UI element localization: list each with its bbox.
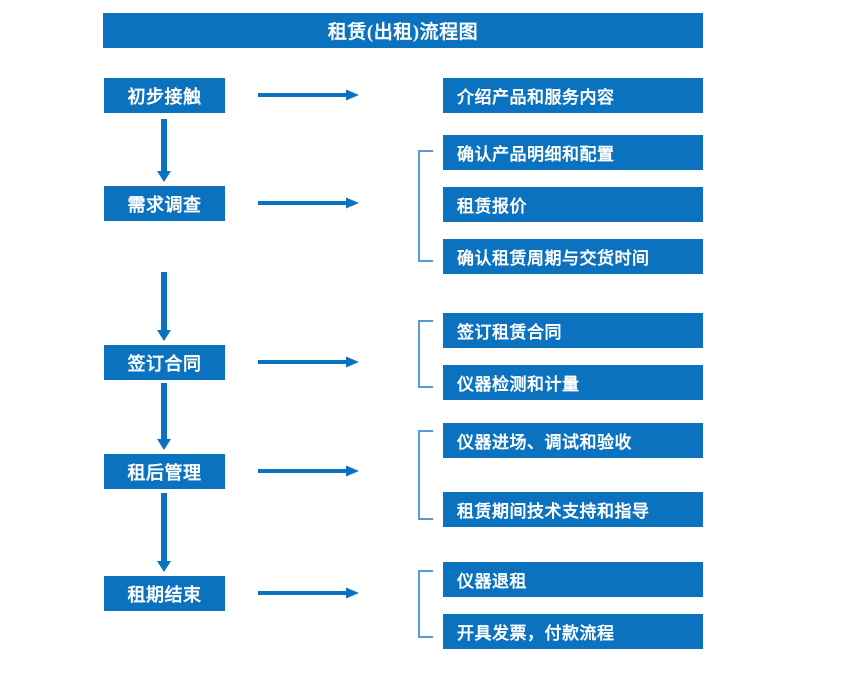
arrow-right-icon-3 (258, 356, 359, 368)
arrow-right-icon-1 (258, 89, 359, 101)
page-title: 租赁(出租)流程图 (103, 13, 703, 48)
arrow-right-icon-5 (258, 587, 359, 599)
stage-box-5[interactable]: 租期结束 (104, 576, 225, 611)
arrow-down-icon-3 (157, 383, 171, 450)
bracket-left-icon-3 (418, 430, 433, 520)
detail-box-7[interactable]: 仪器进场、调试和验收 (443, 423, 703, 458)
arrow-right-icon-2 (258, 197, 359, 209)
bracket-left-icon-1 (418, 150, 433, 262)
detail-box-8[interactable]: 租赁期间技术支持和指导 (443, 492, 703, 527)
detail-box-10[interactable]: 开具发票，付款流程 (443, 614, 703, 649)
arrow-down-icon-1 (157, 119, 171, 182)
stage-box-1[interactable]: 初步接触 (104, 78, 225, 113)
bracket-left-icon-2 (418, 320, 433, 388)
detail-box-3[interactable]: 租赁报价 (443, 187, 703, 222)
stage-box-4[interactable]: 租后管理 (104, 454, 225, 489)
stage-box-2[interactable]: 需求调查 (104, 186, 225, 221)
arrow-down-icon-4 (157, 493, 171, 572)
arrow-down-icon-2 (157, 272, 171, 341)
detail-box-5[interactable]: 签订租赁合同 (443, 313, 703, 348)
arrow-right-icon-4 (258, 465, 359, 477)
bracket-left-icon-4 (418, 570, 433, 638)
detail-box-4[interactable]: 确认租赁周期与交货时间 (443, 239, 703, 274)
detail-box-6[interactable]: 仪器检测和计量 (443, 365, 703, 400)
detail-box-9[interactable]: 仪器退租 (443, 562, 703, 597)
detail-box-1[interactable]: 介绍产品和服务内容 (443, 78, 703, 113)
stage-box-3[interactable]: 签订合同 (104, 345, 225, 380)
detail-box-2[interactable]: 确认产品明细和配置 (443, 135, 703, 170)
